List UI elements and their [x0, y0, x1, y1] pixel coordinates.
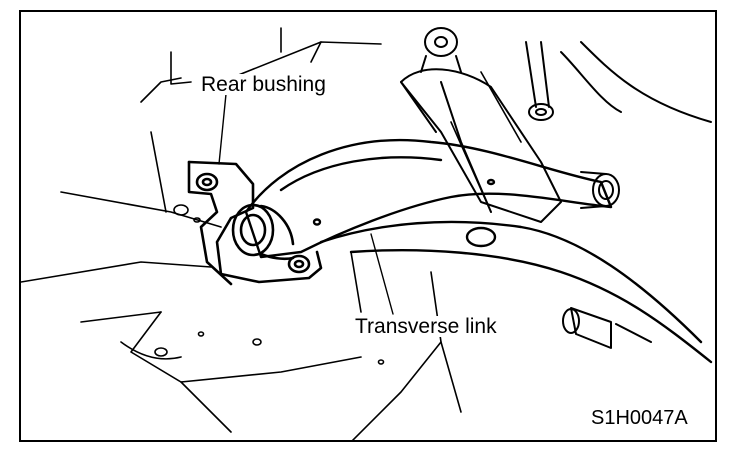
transverse-link-label: Transverse link — [353, 315, 499, 338]
suspension-line-drawing — [21, 27, 713, 440]
leader-lines — [218, 93, 394, 315]
lower-right-bolt — [562, 307, 652, 349]
transverse-link-arm — [244, 138, 713, 364]
figure-code: S1H0047A — [589, 407, 690, 429]
panel-holes — [154, 204, 385, 365]
rear-bushing-label: Rear bushing — [199, 73, 328, 96]
body-panel-lines — [21, 27, 522, 440]
rear-bushing — [231, 203, 295, 261]
front-bushing — [580, 171, 620, 209]
strut-member — [400, 27, 562, 223]
rear-bushing-bracket — [187, 160, 323, 286]
figure-frame: Rear bushing Transverse link S1H0047A — [19, 10, 717, 442]
upper-right-bolt — [525, 41, 712, 123]
